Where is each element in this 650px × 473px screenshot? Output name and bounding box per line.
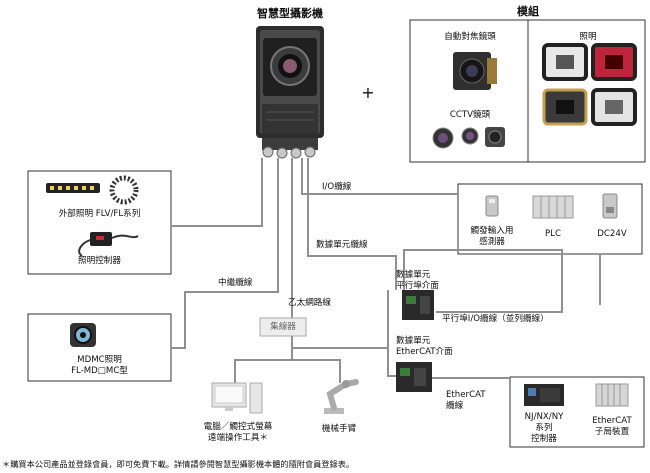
relay-cable-label: 中繼纜線 — [218, 278, 253, 288]
data-unit-parallel-label-line2: 平行埠介面 — [396, 281, 439, 291]
plc-image — [532, 195, 574, 219]
nj-controller-image — [524, 384, 564, 406]
hub-label: 集線器 — [270, 322, 296, 332]
wire-parallel-io — [403, 249, 563, 313]
dc24v-image — [602, 193, 618, 219]
plc-label: PLC — [545, 229, 561, 239]
plus-sign: + — [361, 83, 375, 102]
data-unit-ethercat-label-line2: EtherCAT介面 — [396, 347, 453, 357]
modules-title: 模組 — [517, 5, 539, 18]
external-light-image — [46, 175, 139, 205]
nj-controller-label-line2: 系列 — [535, 423, 553, 433]
wire-relay-cable — [171, 158, 279, 349]
lighting-label: 照明 — [579, 32, 597, 42]
robot-arm-label: 機械手臂 — [321, 424, 357, 434]
wire-light-cable — [171, 158, 263, 227]
ethercat-slave-label-line2: 子局裝置 — [594, 427, 630, 437]
robot-arm-image — [324, 379, 359, 414]
data-unit-ethercat-label-line1: 數據單元 — [396, 336, 431, 346]
ethernet-cable-label: 乙太網路線 — [288, 298, 331, 308]
mdmc-label-line1: MDMC照明 — [77, 355, 122, 365]
pc-label-line2: 遠端操作工具＊ — [207, 433, 269, 443]
wire-io-cable — [301, 158, 458, 195]
ethercat-slave-image — [595, 383, 629, 407]
autofocus-lens-image — [453, 52, 497, 90]
mdmc-label-line2: FL-MD□MC型 — [71, 366, 128, 376]
wire-ethercat-unit — [387, 290, 396, 377]
ethercat-slave-label-line1: EtherCAT — [592, 416, 632, 426]
hub-box — [259, 317, 307, 337]
light-controller-label: 照明控制器 — [78, 256, 121, 266]
data-unit-ethercat-image — [396, 362, 432, 392]
wire-parallel-unit — [307, 158, 397, 290]
external-light-label: 外部照明 FLV/FL系列 — [58, 209, 141, 219]
ethercat-cable-label-line1: EtherCAT — [446, 390, 486, 400]
parallel-io-cable-label: 平行埠I/O纜線（並列纜線） — [442, 314, 549, 324]
wire-hub-robot — [292, 359, 341, 383]
nj-controller-label-line1: NJ/NX/NY — [524, 412, 564, 422]
dc24v-label: DC24V — [597, 229, 627, 239]
wire-hub-pc — [234, 336, 293, 383]
io-cable-label: I/O纜線 — [322, 182, 352, 192]
camera-title: 智慧型攝影機 — [257, 7, 323, 20]
data-unit-parallel-label-line1: 數據單元 — [396, 270, 431, 280]
mdmc-box — [27, 313, 172, 382]
cctv-lens-image — [432, 127, 505, 149]
trigger-sensor-label-line1: 觸發輸入用 — [470, 226, 514, 236]
ethercat-cable-label-line2: 纜線 — [446, 401, 464, 411]
data-unit-cable-label: 數據單元纜線 — [316, 240, 368, 250]
trigger-sensor-label-line2: 感測器 — [479, 237, 505, 247]
autofocus-lens-label: 自動對焦鏡頭 — [444, 32, 496, 42]
pc-label-line1: 電腦／觸控式螢幕 — [203, 422, 273, 432]
data-unit-parallel-image — [402, 290, 434, 320]
nj-controller-label-line3: 控制器 — [531, 434, 557, 444]
pc-image — [211, 382, 263, 414]
cctv-lens-label: CCTV鏡頭 — [449, 110, 491, 120]
smart-camera-image — [256, 26, 324, 159]
lighting-ring-images — [542, 43, 637, 126]
light-controller-image — [78, 232, 139, 257]
footnote: ＊購買本公司產品並登錄會員，即可免費下載。詳情請參閱智慧型攝影機本體的隨附會員登… — [2, 459, 355, 469]
trigger-sensor-image — [485, 195, 499, 217]
mdmc-light-image — [70, 323, 96, 347]
